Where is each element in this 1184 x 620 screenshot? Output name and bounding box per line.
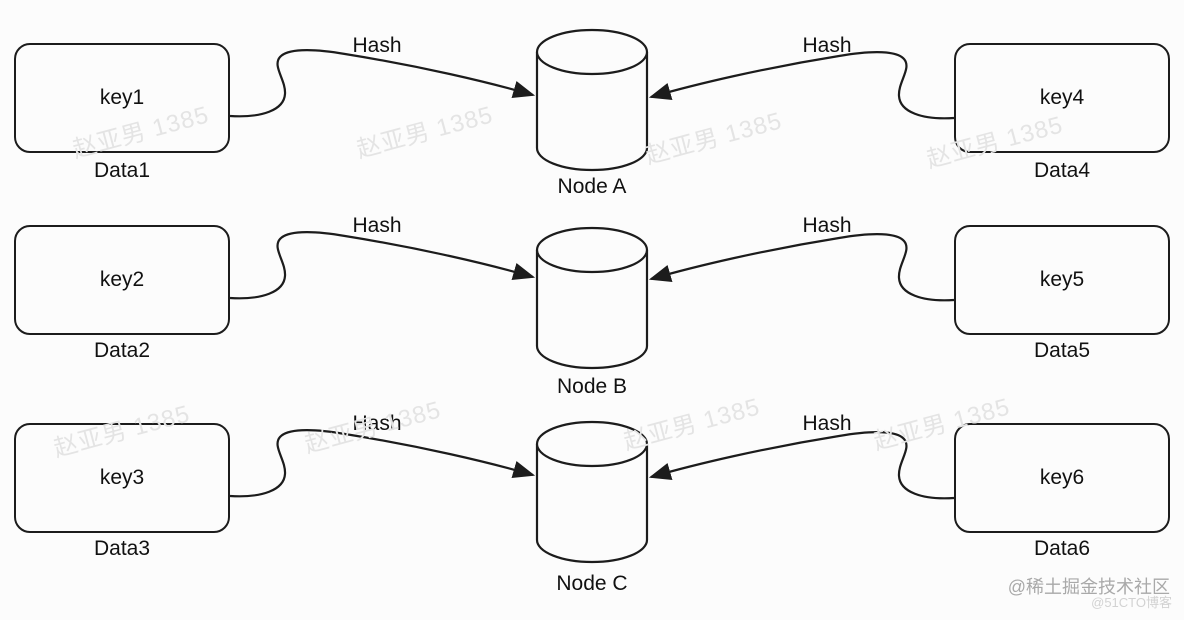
key-box: key5 <box>954 225 1170 335</box>
key-box: key1 <box>14 43 230 153</box>
hash-arrow-right <box>648 233 955 302</box>
credit-juejin: @稀土掘金技术社区 <box>1007 577 1170 597</box>
key-box: key6 <box>954 423 1170 533</box>
data-label: Data2 <box>93 339 151 362</box>
credit-51cto: @51CTO博客 <box>1091 595 1172 610</box>
hash-label: Hash <box>352 214 402 237</box>
data-label: Data3 <box>93 537 151 560</box>
key-box: key4 <box>954 43 1170 153</box>
hash-arrow-left <box>229 231 536 300</box>
data-label: Data4 <box>1033 159 1091 182</box>
database-cylinder-icon <box>535 28 649 172</box>
hash-label: Hash <box>352 412 402 435</box>
node-label: Node A <box>557 175 627 198</box>
key-box: key2 <box>14 225 230 335</box>
key-label: key6 <box>1039 466 1085 489</box>
key-label: key1 <box>99 86 145 109</box>
hash-label: Hash <box>802 34 852 57</box>
node-label: Node B <box>556 375 628 398</box>
hash-arrow-right <box>648 51 955 120</box>
data-label: Data1 <box>93 159 151 182</box>
hash-label: Hash <box>802 214 852 237</box>
node-label: Node C <box>556 572 628 595</box>
database-cylinder-icon <box>535 226 649 370</box>
hash-arrow-left <box>229 429 536 498</box>
hash-label: Hash <box>802 412 852 435</box>
hash-label: Hash <box>352 34 402 57</box>
data-label: Data5 <box>1033 339 1091 362</box>
key-box: key3 <box>14 423 230 533</box>
key-label: key4 <box>1039 86 1085 109</box>
key-label: key5 <box>1039 268 1085 291</box>
key-label: key2 <box>99 268 145 291</box>
data-label: Data6 <box>1033 537 1091 560</box>
key-label: key3 <box>99 466 145 489</box>
database-cylinder-icon <box>535 420 649 564</box>
hash-arrow-right <box>648 431 955 500</box>
hash-arrow-left <box>229 49 536 118</box>
